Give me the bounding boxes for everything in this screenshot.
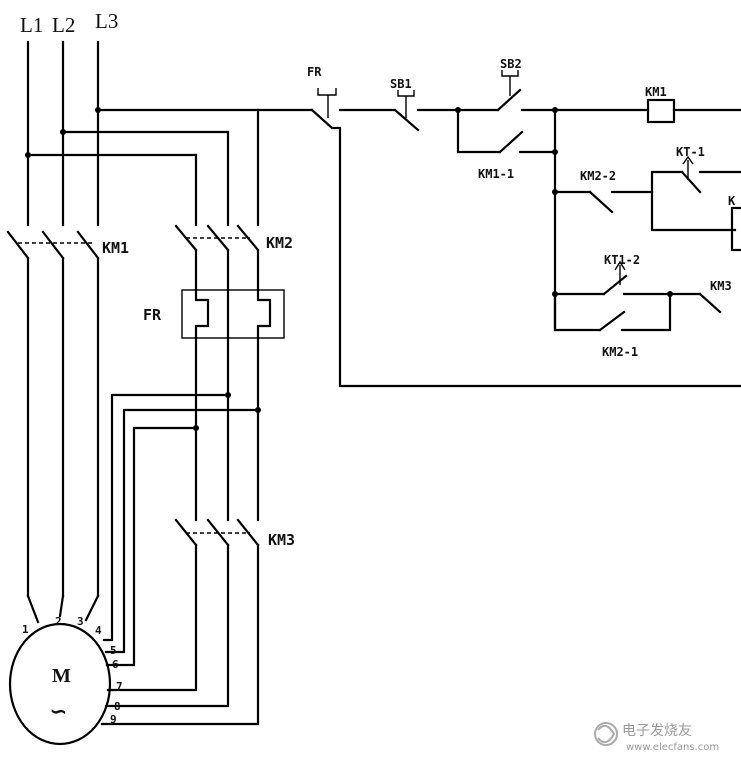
watermark-cn: 电子发烧友 — [622, 723, 692, 739]
motor-symbol: M — [52, 665, 71, 687]
terminal-2: 2 — [55, 615, 62, 628]
km2-label: KM2 — [266, 234, 293, 252]
terminal-7: 7 — [116, 680, 123, 693]
motor-terminal-numbers: 1 2 3 4 5 6 7 8 9 — [22, 615, 123, 726]
main-power-lines — [26, 40, 100, 624]
km1-main-contacts — [6, 230, 100, 260]
terminal-4: 4 — [95, 624, 102, 637]
km3-main-contacts — [100, 518, 260, 726]
km1-label: KM1 — [102, 239, 129, 257]
control-circuit — [96, 70, 741, 388]
km3-label: KM3 — [268, 531, 295, 549]
terminal-8: 8 — [114, 700, 121, 713]
km2-1-label: KM2-1 — [602, 345, 638, 359]
km3-control-label: KM3 — [710, 279, 732, 293]
coil-partial-label: K — [728, 194, 736, 208]
km1-1-label: KM1-1 — [478, 167, 514, 181]
fr-label: FR — [143, 306, 162, 324]
km2-main-contacts — [174, 224, 260, 292]
terminal-1: 1 — [22, 623, 29, 636]
sb2-label: SB2 — [500, 57, 522, 71]
fr-thermal-relay — [181, 288, 285, 340]
terminal-6: 6 — [112, 658, 119, 671]
kt1-2-label: KT1-2 — [604, 253, 640, 267]
km2-2-label: KM2-2 — [580, 169, 616, 183]
terminal-5: 5 — [110, 644, 117, 657]
kt-1-label: KT-1 — [676, 145, 705, 159]
watermark-logo — [594, 722, 618, 746]
phase-label-l2: L2 — [52, 13, 75, 37]
watermark-url: www.elecfans.com — [626, 742, 719, 753]
fr-contact-label: FR — [307, 65, 322, 79]
phase-label-l1: L1 — [20, 13, 43, 37]
terminal-9: 9 — [110, 713, 117, 726]
sb1-label: SB1 — [390, 77, 412, 91]
km1-coil-label: KM1 — [645, 85, 667, 99]
phase-label-l3: L3 — [95, 9, 118, 33]
motor — [8, 622, 112, 746]
km3-branch-wires — [102, 336, 261, 667]
terminal-3: 3 — [77, 615, 84, 628]
motor-ac-symbol: ∽ — [50, 701, 67, 723]
km2-feed-wires — [25, 107, 260, 227]
